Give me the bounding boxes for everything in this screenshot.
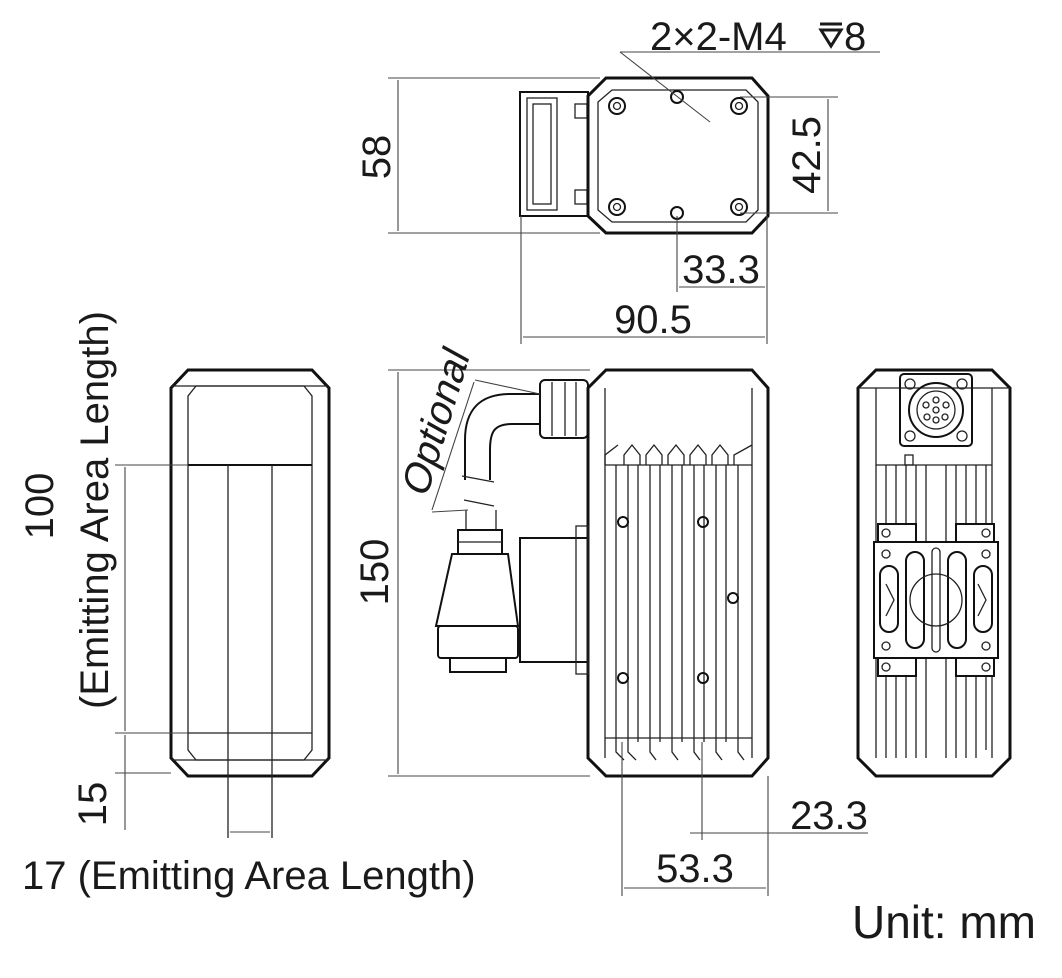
dim-33-3-label: 33.3: [682, 248, 760, 292]
top-view: [388, 51, 880, 344]
dim-15-label: 15: [71, 782, 115, 827]
dim-90-5-label: 90.5: [614, 298, 692, 342]
fan-icon: [873, 523, 999, 677]
dim-17-label: 17 (Emitting Area Length): [22, 854, 476, 898]
connector-icon: [434, 379, 589, 673]
fin-screw-icon: [617, 516, 739, 684]
depth-symbol-icon: [818, 22, 844, 49]
front-view: [115, 368, 331, 838]
dim-100-label: 100: [18, 473, 62, 540]
dim-58-label: 58: [355, 135, 399, 180]
mount-screw-icon: [608, 90, 748, 220]
dim-100-caption: (Emitting Area Length): [73, 311, 117, 709]
dim-150-label: 150: [353, 539, 397, 606]
dim-53-3-label: 53.3: [656, 847, 734, 891]
thread-depth-label: 8: [844, 15, 866, 59]
dim-42-5-label: 42.5: [785, 116, 829, 194]
dim-23-3-label: 23.3: [790, 794, 868, 838]
socket-icon: [899, 373, 973, 447]
thread-spec-label: 2×2-M4: [650, 15, 787, 59]
unit-label: Unit: mm: [852, 896, 1036, 948]
side-view: [388, 368, 868, 896]
rear-view: [856, 368, 1012, 778]
